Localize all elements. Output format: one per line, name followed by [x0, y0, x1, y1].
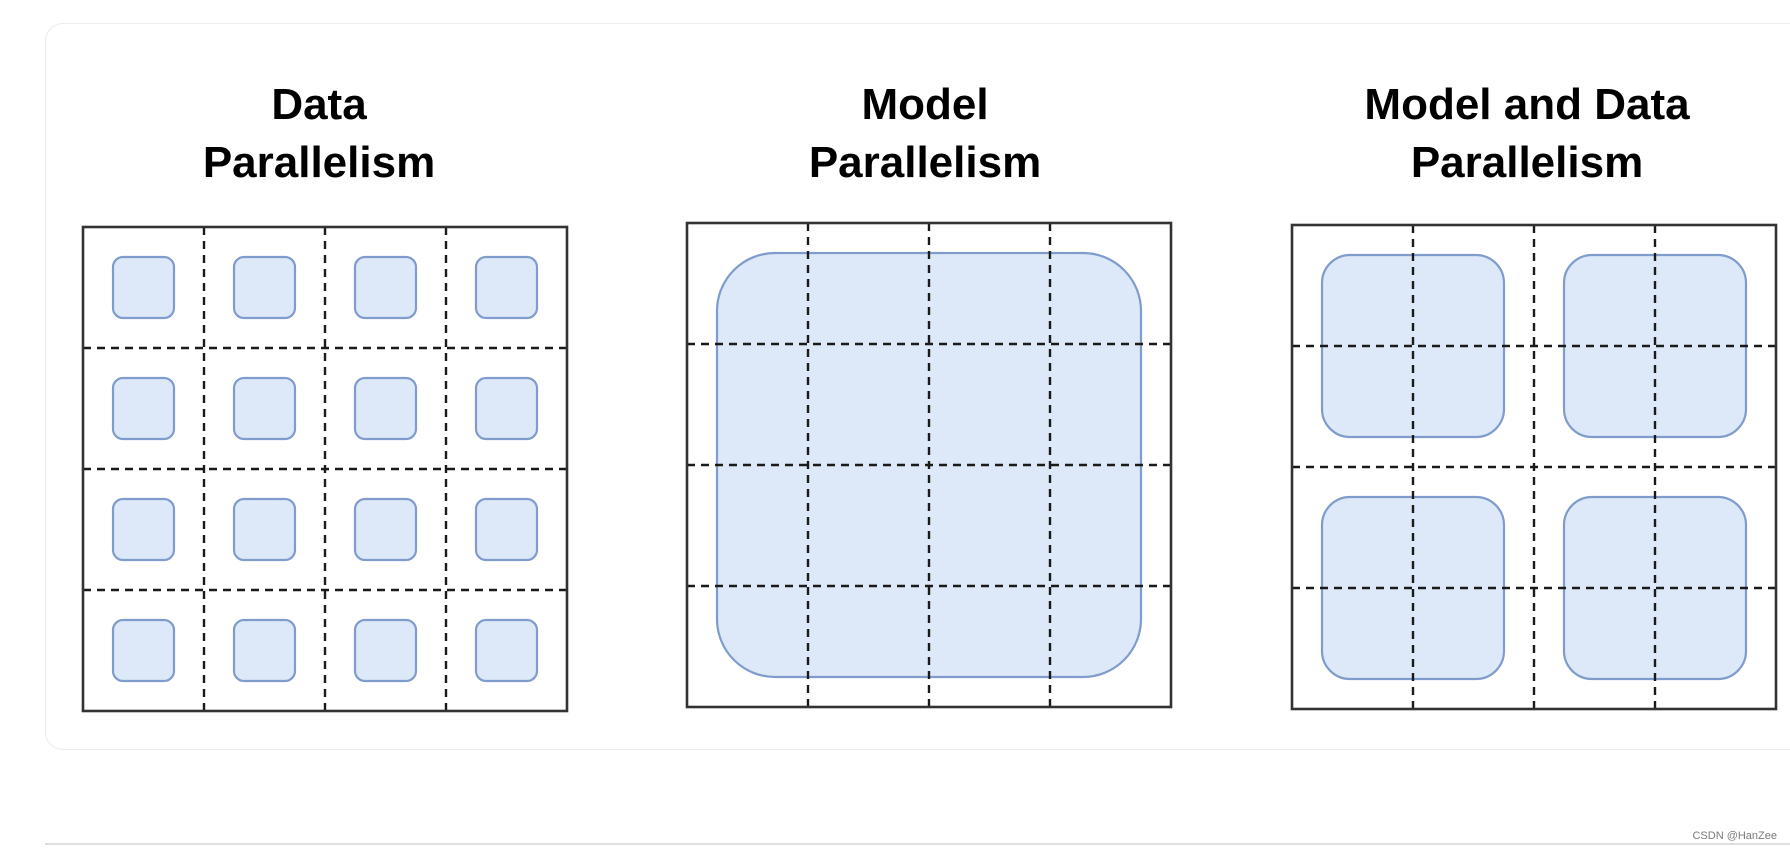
compute-block [111, 255, 176, 320]
compute-block [353, 255, 418, 320]
compute-block [111, 497, 176, 562]
panel-title-line: Parallelism [202, 138, 436, 187]
compute-block [474, 618, 539, 683]
compute-block [353, 376, 418, 441]
panel-title-line: Parallelism [1410, 138, 1644, 187]
footer-divider [45, 843, 1790, 845]
compute-block [474, 497, 539, 562]
compute-block [353, 618, 418, 683]
grid-border [1290, 223, 1778, 711]
compute-block [474, 376, 539, 441]
grid-border [81, 225, 569, 713]
panel-title-line: Data [271, 80, 367, 129]
data-parallelism-grid [81, 225, 569, 713]
panel-title-line: Model and Data [1364, 80, 1690, 129]
compute-block [353, 497, 418, 562]
model-and-data-parallelism-grid [1290, 223, 1778, 711]
panel-title-line: Model [861, 80, 989, 129]
compute-block [474, 255, 539, 320]
panel-title-model-and-data-parallelism: Model and Data Parallelism [1287, 76, 1767, 192]
watermark-text: CSDN @HanZee [1692, 830, 1777, 842]
compute-block [232, 497, 297, 562]
panel-title-model-parallelism: Model Parallelism [685, 76, 1165, 192]
grid-border [685, 221, 1173, 709]
compute-block [111, 618, 176, 683]
compute-block [232, 255, 297, 320]
panel-title-line: Parallelism [808, 138, 1042, 187]
panel-title-data-parallelism: Data Parallelism [79, 76, 559, 192]
compute-block [232, 618, 297, 683]
compute-block [232, 376, 297, 441]
model-parallelism-grid [685, 221, 1173, 709]
compute-block [111, 376, 176, 441]
